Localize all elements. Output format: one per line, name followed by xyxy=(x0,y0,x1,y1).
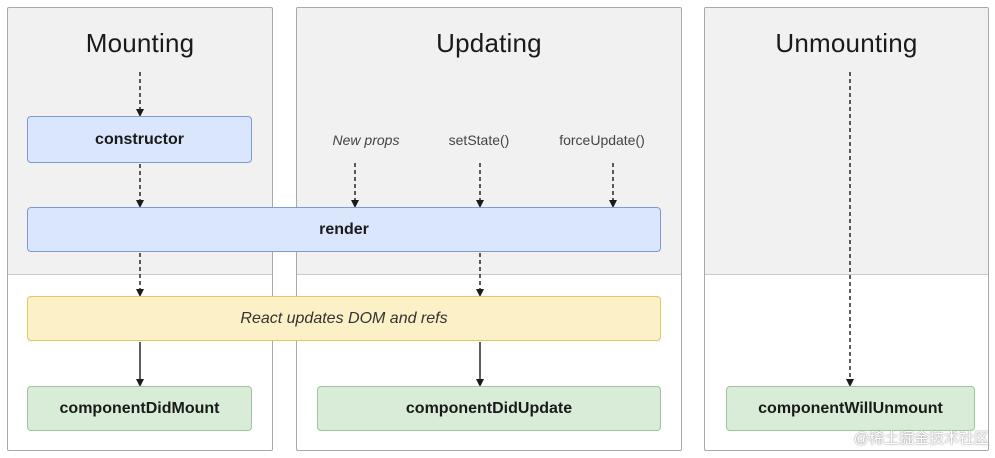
trigger-force-update: forceUpdate() xyxy=(559,132,645,148)
watermark: @稀土掘金技术社区 xyxy=(853,430,989,447)
render-box: render xyxy=(27,207,661,252)
mounting-title: Mounting xyxy=(85,28,195,58)
constructor-box: constructor xyxy=(27,116,252,163)
updating-phase-divider xyxy=(297,274,681,275)
component-did-mount-box: componentDidMount xyxy=(27,386,252,431)
component-will-unmount-box: componentWillUnmount xyxy=(726,386,975,431)
unmounting-column: Unmounting xyxy=(704,7,989,451)
updating-title: Updating xyxy=(436,28,542,58)
react-updates-box: React updates DOM and refs xyxy=(27,296,661,341)
trigger-new-props: New props xyxy=(332,132,400,148)
trigger-set-state: setState() xyxy=(448,132,510,148)
component-did-update-box: componentDidUpdate xyxy=(317,386,661,431)
unmounting-phase-divider xyxy=(705,274,988,275)
unmounting-title: Unmounting xyxy=(775,28,918,58)
